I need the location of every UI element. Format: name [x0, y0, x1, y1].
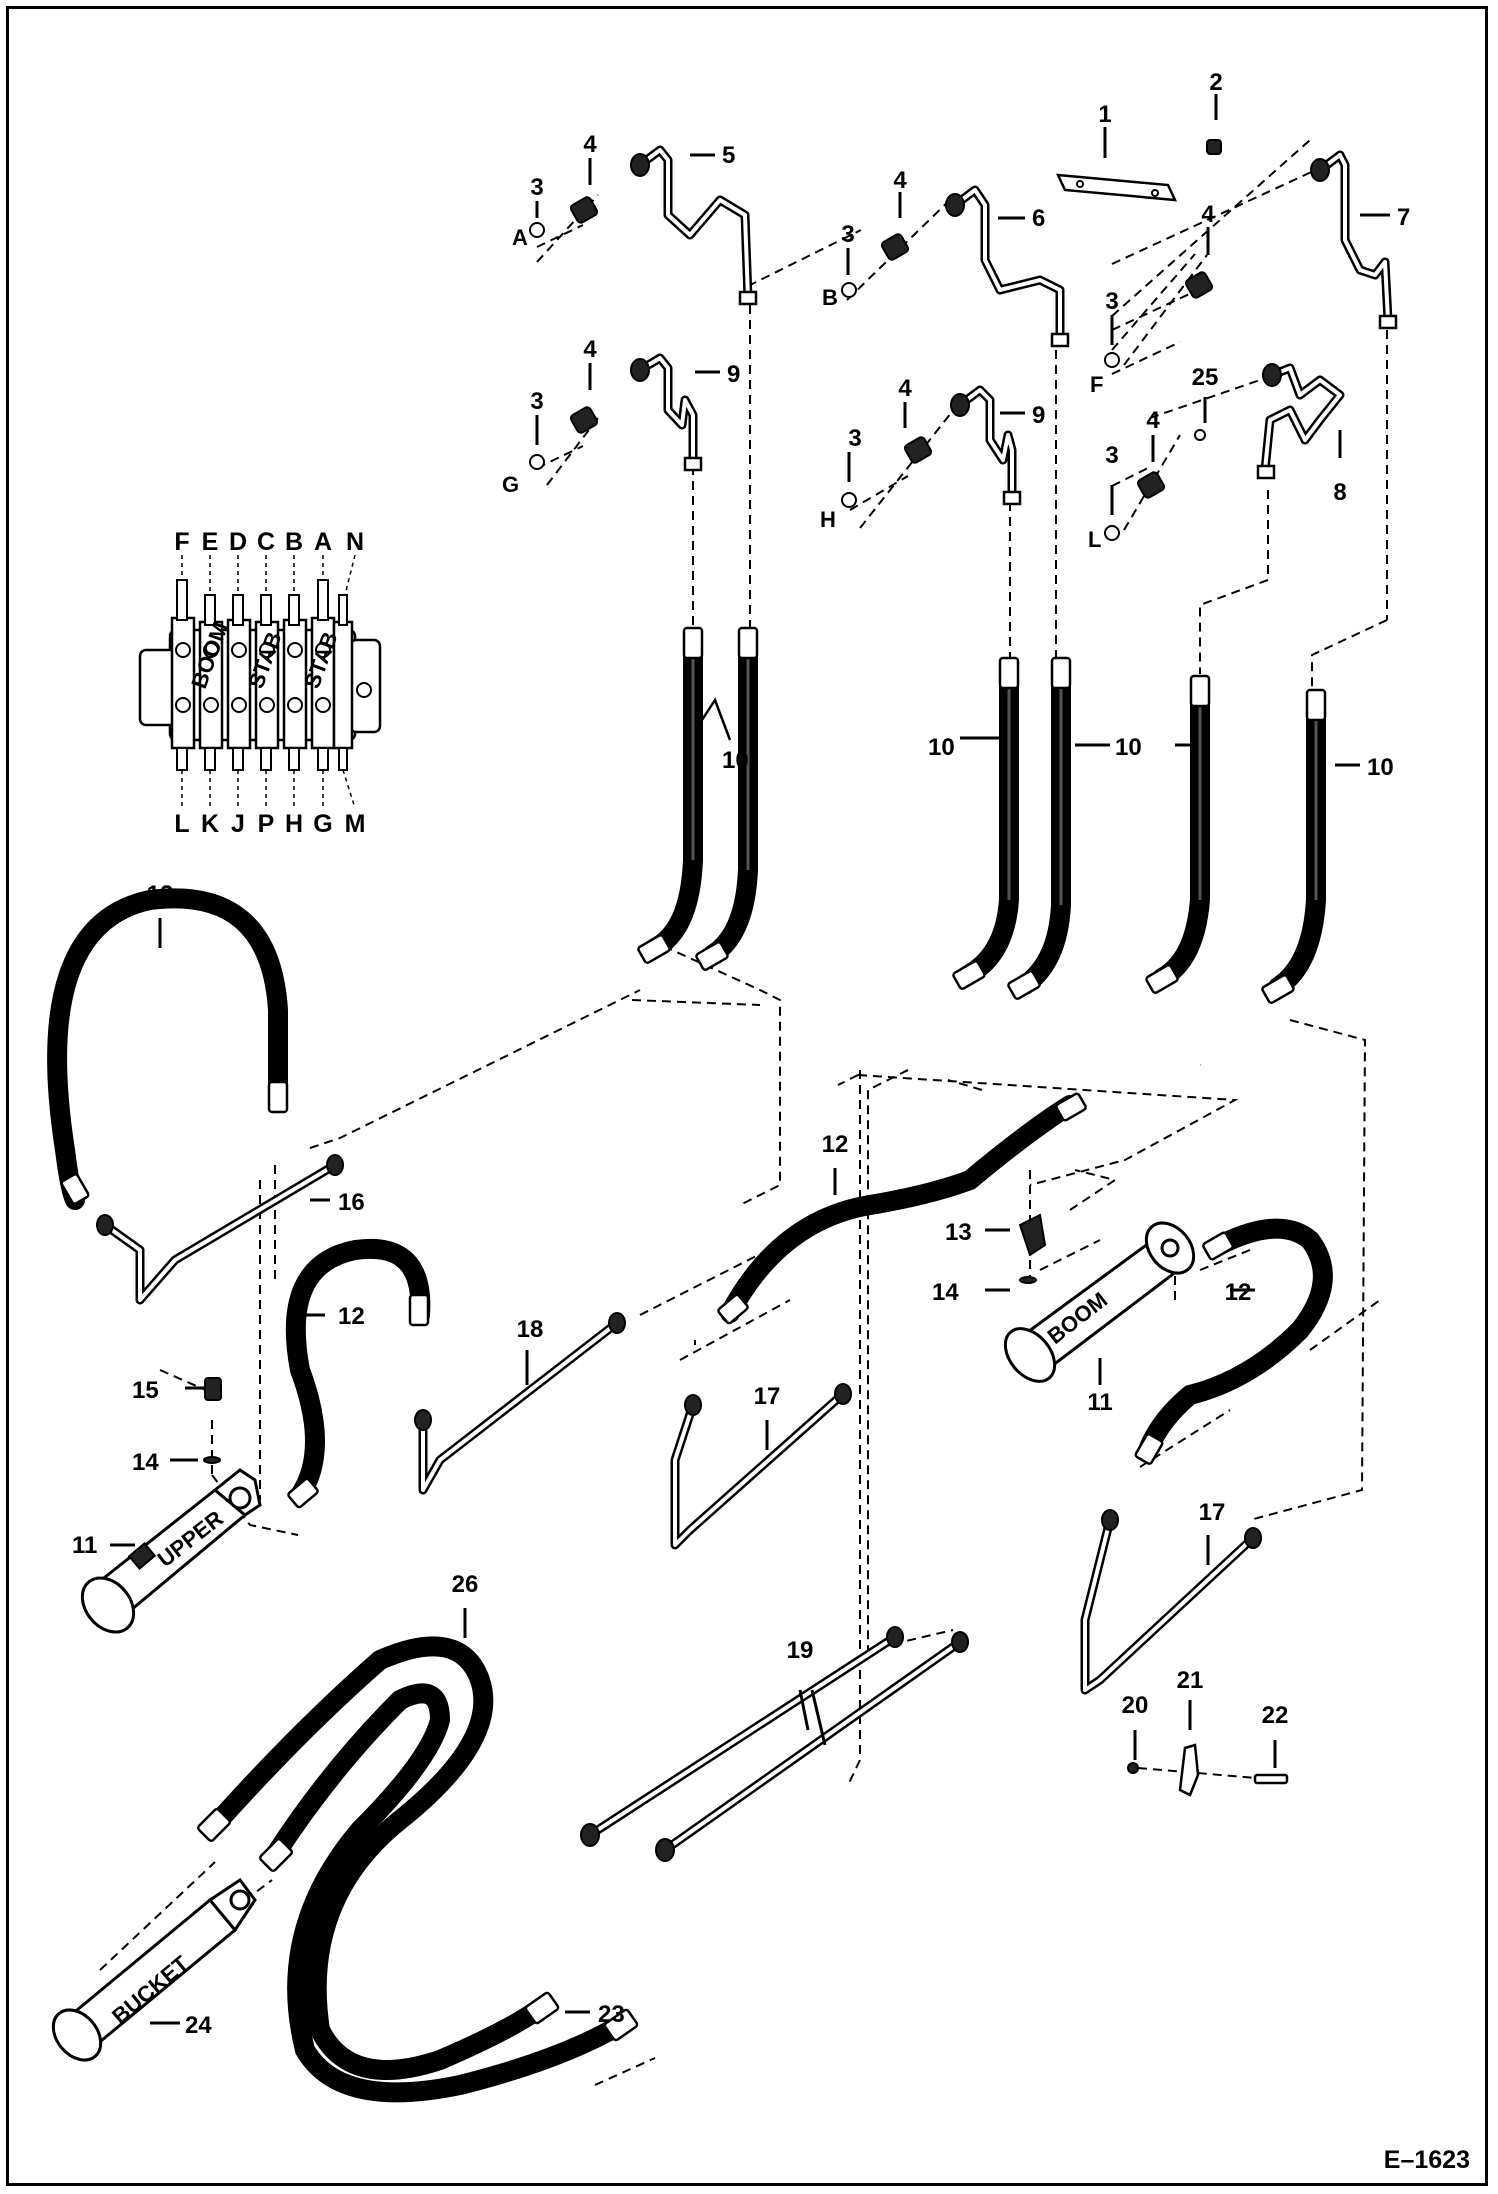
hose-23: [265, 1683, 630, 2103]
callout-8: 8: [1333, 479, 1346, 506]
callout-4: 4: [898, 375, 912, 402]
valve-port-top: B: [285, 528, 303, 556]
callout-21: 21: [1177, 1667, 1204, 1694]
control-valve: BOOM STAB STAB: [138, 554, 382, 809]
cylinder-upper: UPPER: [80, 1468, 262, 1634]
valve-port-top: C: [257, 528, 275, 556]
port-letter: L: [1088, 527, 1101, 552]
port-letter: A: [512, 225, 528, 250]
callout-16: 16: [338, 1189, 365, 1216]
diagram-id: E–1623: [1384, 2146, 1470, 2174]
callout-10: 10: [928, 734, 955, 761]
callout-3: 3: [841, 221, 854, 248]
hose-12-b: [285, 1238, 431, 1505]
valve-port-bottom: L: [174, 810, 189, 838]
callout-17: 17: [754, 1383, 781, 1410]
callout-leaders: [110, 94, 1390, 2025]
port-letter: F: [1090, 372, 1103, 397]
valve-port-top: D: [229, 528, 247, 556]
callout-14: 14: [132, 1449, 159, 1476]
valve-port-top: N: [346, 528, 364, 556]
callout-26: 26: [452, 1571, 479, 1598]
port-letter: H: [820, 507, 836, 532]
callout-3: 3: [1105, 442, 1118, 469]
callout-22: 22: [1262, 1702, 1289, 1729]
callout-24: 24: [185, 2012, 212, 2039]
callout-1: 1: [1098, 101, 1111, 128]
callout-12: 12: [1225, 1279, 1252, 1306]
callout-12: 12: [147, 881, 174, 908]
callout-25: 25: [1192, 364, 1219, 391]
callout-10: 10: [1115, 734, 1142, 761]
hose-10-c: [958, 662, 1019, 985]
callout-23: 23: [598, 2001, 625, 2028]
callout-11: 11: [72, 1532, 97, 1559]
callout-7: 7: [1397, 204, 1410, 231]
callout-10: 10: [722, 747, 749, 774]
tubes: [102, 145, 1393, 1854]
valve-port-top: E: [202, 528, 219, 556]
assembly-lines: [99, 139, 1388, 2086]
callout-10: 10: [1367, 754, 1394, 781]
diagram-frame: [6, 6, 1488, 2186]
hose-fittings: [60, 626, 1327, 2042]
callout-19: 19: [787, 1637, 814, 1664]
callout-15: 15: [132, 1377, 159, 1404]
hose-26: [205, 1636, 550, 2080]
callout-3: 3: [530, 174, 543, 201]
callout-4: 4: [1146, 407, 1160, 434]
hose-10-d: [1015, 662, 1071, 995]
callout-4: 4: [583, 336, 597, 363]
callout-12: 12: [338, 1303, 365, 1330]
tube-5: [637, 145, 753, 299]
callout-13: 13: [945, 1219, 972, 1246]
callout-20: 20: [1122, 1692, 1149, 1719]
callout-11: 11: [1087, 1389, 1112, 1416]
callout-12: 12: [822, 1131, 849, 1158]
valve-port-bottom: J: [231, 810, 245, 838]
callout-4: 4: [893, 167, 907, 194]
tube-fittings: [96, 153, 1398, 1862]
small-parts: [203, 139, 1289, 1797]
hose-10-f: [1268, 695, 1326, 997]
hose-highlights: [691, 642, 1318, 905]
callout-18: 18: [517, 1316, 544, 1343]
cylinder-boom: BOOM: [1003, 1221, 1196, 1383]
callout-3: 3: [530, 388, 543, 415]
port-letter: G: [502, 472, 519, 497]
bracket-part-1: [1055, 173, 1178, 202]
port-letters: A B F G H L: [502, 225, 1103, 552]
valve-port-bottom: H: [285, 810, 303, 838]
valve-port-bottom: G: [313, 810, 332, 838]
valve-port-bottom: P: [258, 810, 275, 838]
hoses: [47, 632, 1333, 2103]
callout-9: 9: [727, 361, 740, 388]
callout-2: 2: [1209, 69, 1222, 96]
callout-3: 3: [848, 425, 861, 452]
hose-10-b: [702, 632, 758, 965]
callout-numbers: 1 2 3 3 3 3 3 3 4 4 4 4 4 4 5 6 7 8 9 9 …: [72, 69, 1410, 2039]
port-letter: B: [822, 285, 838, 310]
hose-10-a: [645, 632, 703, 958]
callout-17: 17: [1199, 1499, 1226, 1526]
valve-port-bottom: K: [201, 810, 219, 838]
callout-3: 3: [1105, 288, 1118, 315]
callout-4: 4: [583, 131, 597, 158]
callout-14: 14: [932, 1279, 959, 1306]
valve-port-letters: F E D C B A N L K J P H G M: [174, 528, 365, 838]
callout-6: 6: [1032, 205, 1045, 232]
hose-12-c: [720, 1095, 1080, 1323]
callout-9: 9: [1032, 402, 1045, 429]
valve-port-bottom: M: [345, 810, 366, 838]
cylinder-bucket: BUCKET: [51, 1877, 257, 2062]
valve-port-top: F: [174, 528, 189, 556]
callout-4: 4: [1201, 201, 1215, 228]
hose-10-e: [1152, 680, 1210, 988]
hose-12-a: [47, 888, 288, 1210]
callout-5: 5: [722, 142, 735, 169]
valve-port-top: A: [314, 528, 332, 556]
hose-12-d: [1138, 1218, 1333, 1460]
